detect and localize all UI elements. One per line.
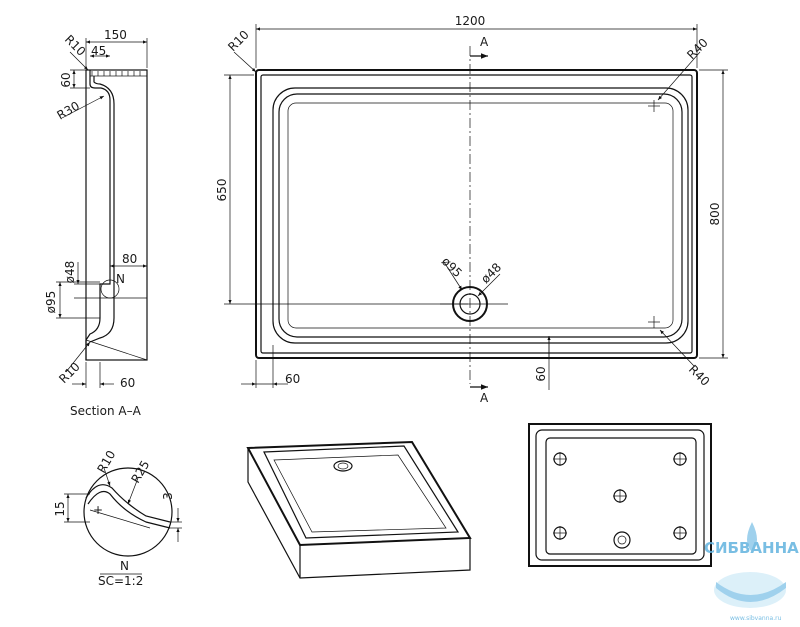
section-inner-radius: R30 <box>55 99 82 123</box>
section-dim-drain-offset: 80 <box>122 252 137 266</box>
detail-view: + R10 R25 15 3 N SC=1:2 <box>53 448 182 588</box>
top-view: 1200 800 650 R10 R40 R40 ø95 ø48 60 <box>215 14 728 405</box>
detail-radius-large: R25 <box>128 458 152 485</box>
section-mark-top: A <box>480 35 489 49</box>
dim-rim-left: 60 <box>285 372 300 386</box>
corner-radius-bottom-right: R40 <box>686 362 713 389</box>
corner-radius-outer: R10 <box>225 28 252 55</box>
detail-mark: N <box>116 272 125 286</box>
corner-radius-top-right: R40 <box>684 36 711 63</box>
section-dim-rim-height: 60 <box>59 72 73 87</box>
section-mark-bottom: A <box>480 391 489 405</box>
detail-scale: SC=1:2 <box>98 574 143 588</box>
section-drain-inner: ø48 <box>63 261 77 284</box>
section-view: 150 45 R10 60 R30 80 N ø48 ø95 R10 <box>44 28 148 418</box>
dim-rim-bottom: 60 <box>534 366 548 381</box>
section-dim-width: 150 <box>104 28 127 42</box>
dim-inner-depth: 650 <box>215 179 229 202</box>
section-drain-outer: ø95 <box>44 291 58 314</box>
dim-depth: 800 <box>708 203 722 226</box>
section-dim-rim: 45 <box>91 44 106 58</box>
detail-dim-thickness: 3 <box>161 492 175 500</box>
detail-name: N <box>120 559 129 573</box>
watermark-url: www.sibvanna.ru <box>730 615 782 622</box>
tray-outline <box>255 69 698 359</box>
drain-outer-label: ø95 <box>439 254 465 280</box>
watermark-logo: СИБВАННА www.sibvanna.ru <box>704 522 799 622</box>
detail-radius-small: R10 <box>94 448 118 475</box>
section-dim-base: 60 <box>120 376 135 390</box>
basin-outline <box>272 87 689 344</box>
drain-inner-label: ø48 <box>478 260 504 286</box>
dim-width: 1200 <box>455 14 486 28</box>
isometric-view <box>246 440 472 579</box>
section-title: Section A–A <box>70 404 142 418</box>
watermark-brand: СИБВАННА <box>704 539 799 557</box>
section-bottom-radius: R10 <box>56 360 83 387</box>
bottom-view <box>528 423 712 567</box>
svg-text:+: + <box>93 503 103 517</box>
section-top-radius: R10 <box>62 32 89 59</box>
detail-dim-depth: 15 <box>53 501 67 516</box>
